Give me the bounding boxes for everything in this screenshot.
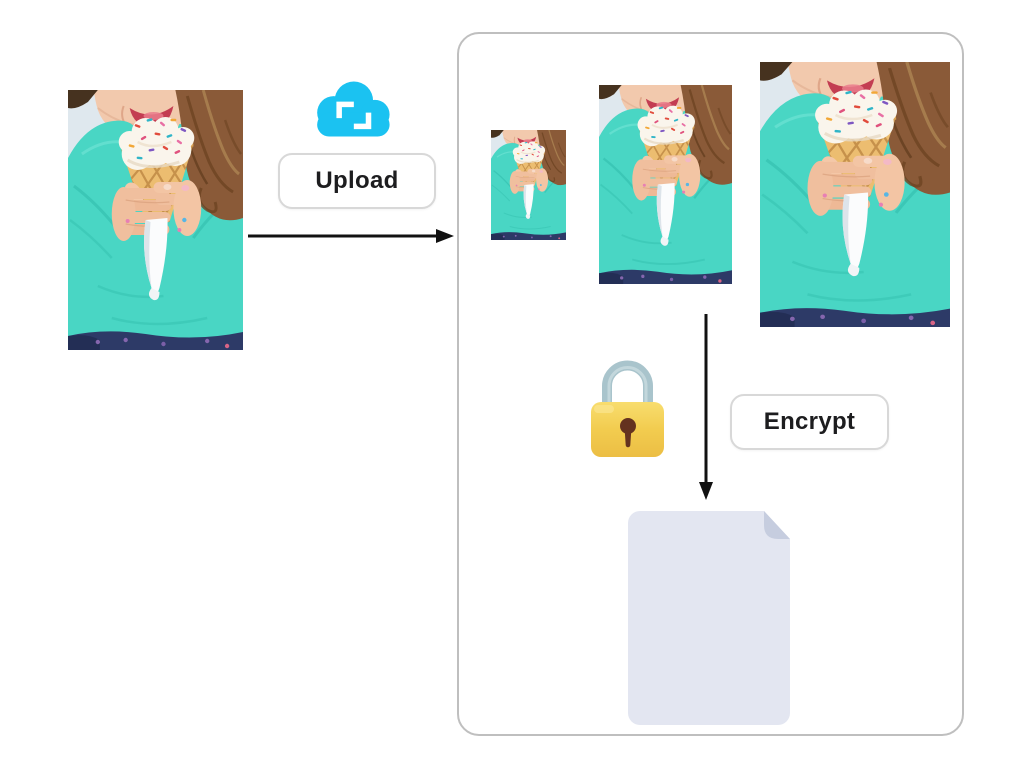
upload-button-label: Upload: [315, 167, 399, 194]
photo-original: [68, 90, 243, 350]
photo-resized-small: [491, 130, 566, 240]
arrow-right-icon: [248, 228, 454, 244]
bracket-bottom-right: [353, 112, 372, 130]
encrypted-file-icon: [628, 511, 790, 725]
photo-resized-medium: [599, 85, 732, 284]
encrypt-button-label: Encrypt: [763, 408, 856, 435]
cloud-storage-container: Encrypt: [457, 32, 964, 736]
padlock-icon: [591, 360, 664, 457]
bracket-top-left: [336, 101, 354, 119]
arrow-down-icon: [698, 314, 714, 500]
cloud-upload-icon: [317, 81, 390, 137]
encrypt-button[interactable]: Encrypt: [730, 394, 889, 450]
photo-resized-large: [760, 62, 950, 327]
upload-button[interactable]: Upload: [278, 153, 436, 209]
